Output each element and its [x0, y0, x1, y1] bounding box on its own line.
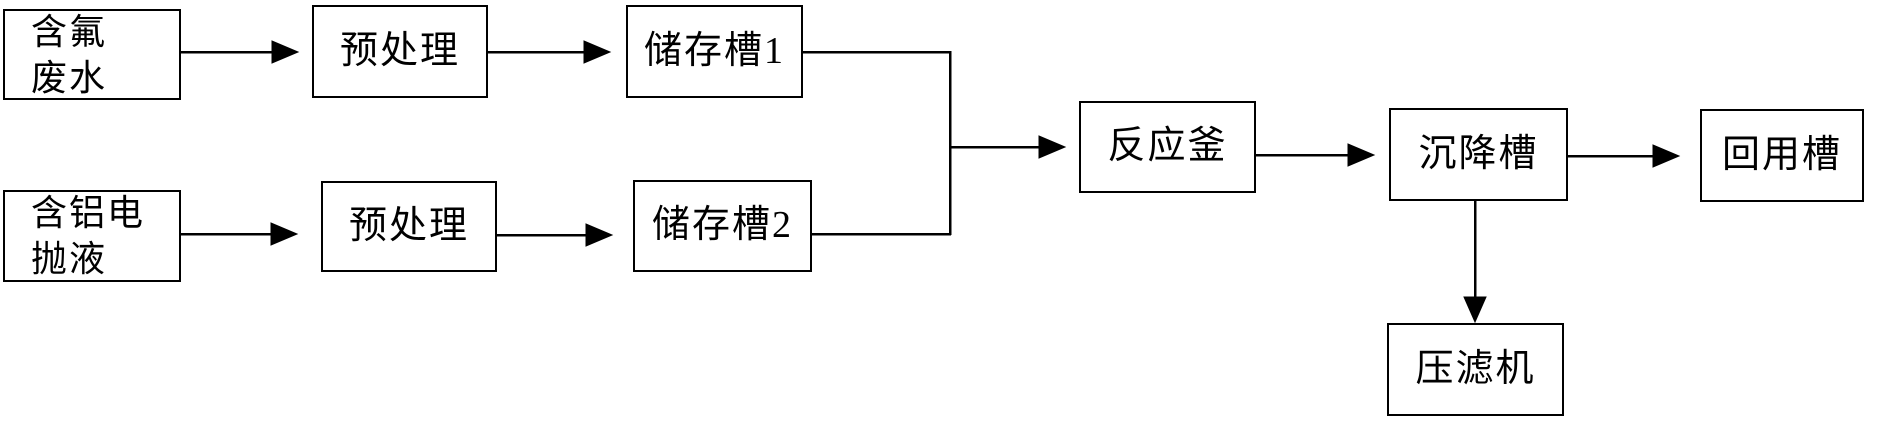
connector-settling-to-reuse	[1568, 144, 1681, 168]
node-label: 储存槽1	[643, 29, 785, 72]
node-filter-press: 压滤机	[1387, 323, 1564, 416]
node-reactor: 反应釜	[1079, 101, 1256, 193]
node-label: 含氟 废水	[31, 11, 108, 98]
connector-fluoride-to-pretreatment1	[181, 40, 300, 64]
connector-pretreatment2-to-storage2	[497, 223, 614, 247]
node-label: 反应釜	[1107, 125, 1228, 168]
connector-reactor-to-settling	[1256, 143, 1376, 167]
node-fluoride-wastewater: 含氟 废水	[3, 9, 181, 100]
connector-merge-to-reactor	[950, 135, 1067, 159]
node-aluminum-electropolishing-liquid: 含铝电 抛液	[3, 190, 181, 282]
arrow-head-icon	[583, 40, 612, 64]
node-label: 回用槽	[1721, 133, 1842, 176]
node-label: 储存槽2	[651, 204, 793, 247]
arrow-head-icon	[271, 40, 300, 64]
arrow-head-icon	[1038, 135, 1067, 159]
connector-settling-to-filterpress	[1463, 201, 1487, 324]
node-label: 预处理	[339, 29, 460, 72]
arrow-head-icon	[1652, 144, 1681, 168]
node-label: 压滤机	[1415, 347, 1536, 390]
node-label: 沉降槽	[1418, 132, 1539, 175]
node-reuse-tank: 回用槽	[1700, 109, 1864, 202]
arrow-head-icon	[585, 223, 614, 247]
connector-aluminum-to-pretreatment2	[181, 222, 299, 246]
node-storage-tank-2: 储存槽2	[633, 180, 812, 272]
node-settling-tank: 沉降槽	[1389, 108, 1568, 201]
node-storage-tank-1: 储存槽1	[626, 5, 803, 98]
arrow-head-icon	[270, 222, 299, 246]
node-pretreatment-2: 预处理	[321, 181, 497, 272]
node-label: 含铝电 抛液	[31, 193, 146, 279]
arrow-head-icon	[1463, 296, 1487, 324]
arrow-head-icon	[1347, 143, 1376, 167]
node-label: 预处理	[348, 204, 469, 247]
connector-pretreatment1-to-storage1	[488, 40, 612, 64]
node-pretreatment-1: 预处理	[312, 5, 488, 98]
